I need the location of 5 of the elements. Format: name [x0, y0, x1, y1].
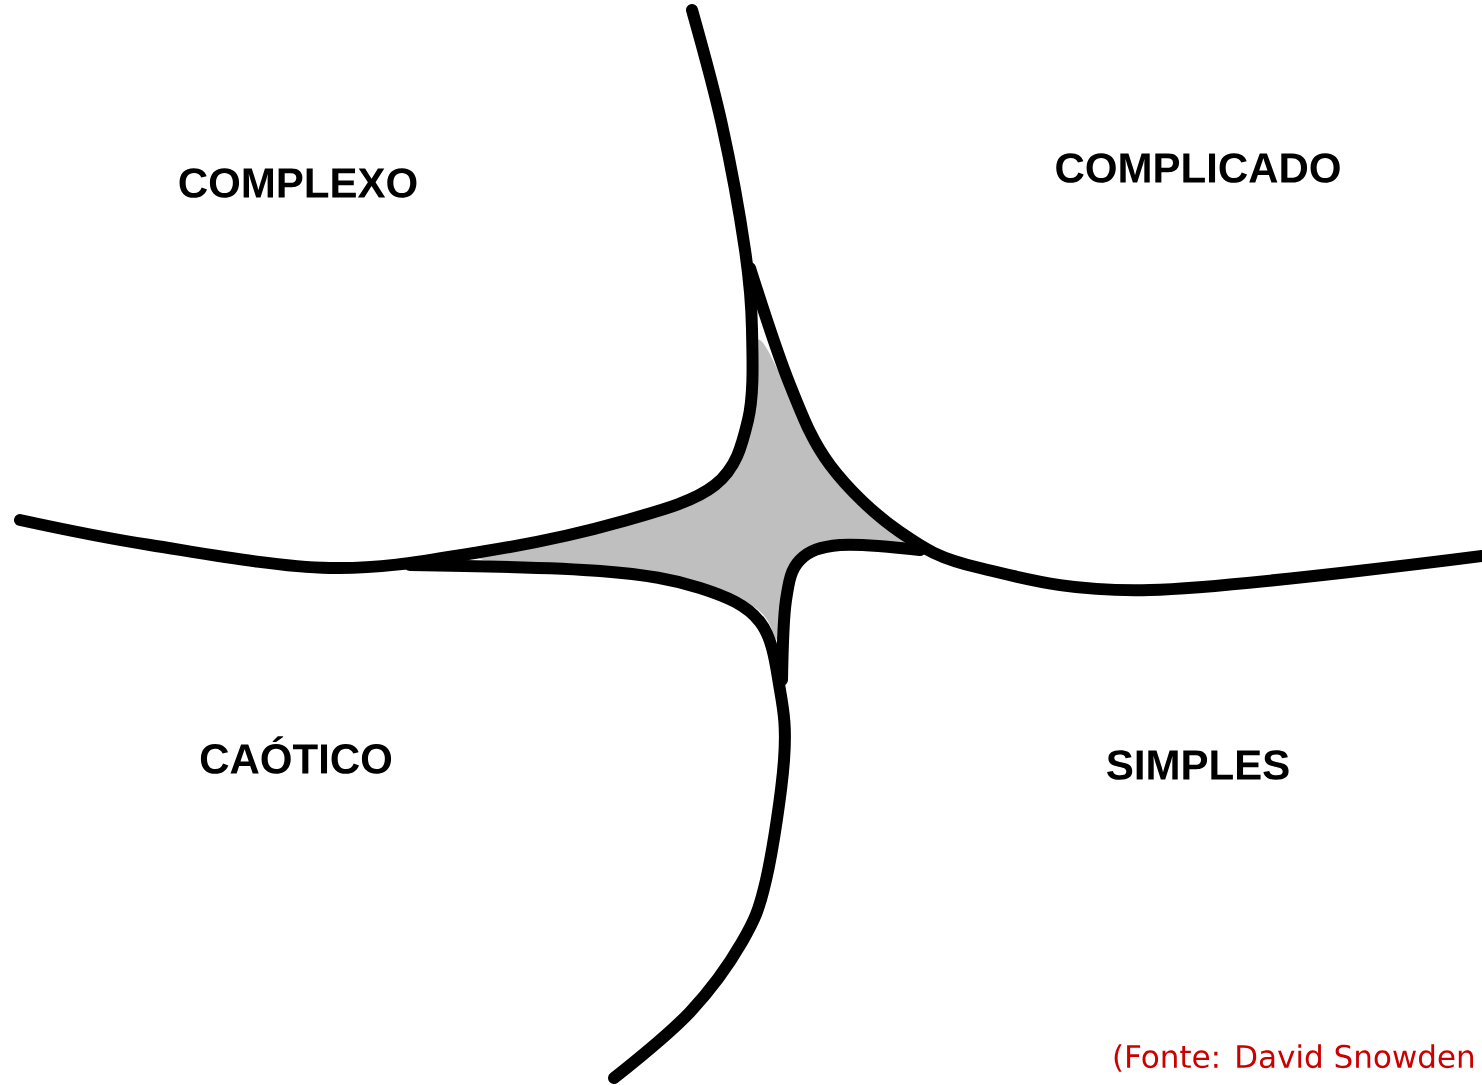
- domain-label: SIMPLES: [1107, 750, 1289, 780]
- domain-label: CAÓTICO: [200, 736, 392, 774]
- domain-label: COMPLICADO: [1056, 153, 1340, 183]
- domain-label: COMPLEXO: [179, 168, 417, 198]
- source-note: (Fonte: David Snowden: [1114, 1044, 1473, 1072]
